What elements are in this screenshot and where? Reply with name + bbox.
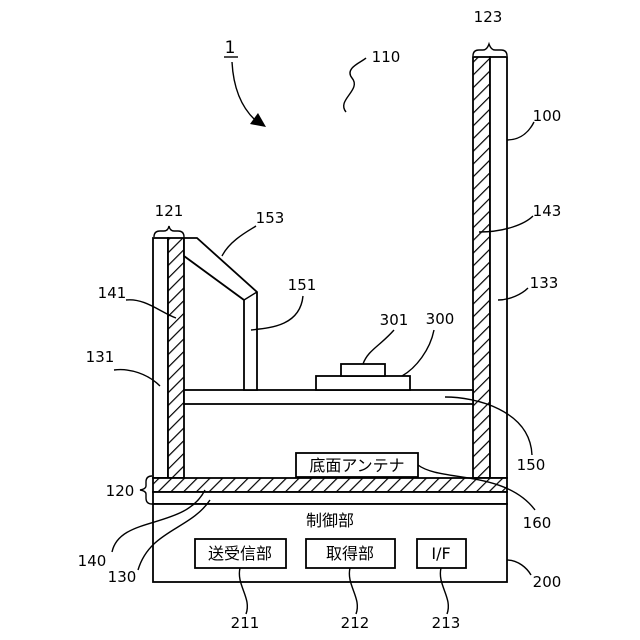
- transceiver-text: 送受信部: [208, 544, 272, 563]
- shelf-plate: [184, 390, 473, 404]
- bracket-123: [473, 44, 507, 56]
- bottom-plate: [153, 492, 507, 504]
- label-123: 123: [474, 8, 503, 26]
- leader-300: [402, 330, 434, 376]
- label-151: 151: [288, 276, 317, 294]
- leader-153: [222, 226, 256, 256]
- label-213: 213: [432, 614, 461, 632]
- label-130: 130: [108, 568, 137, 586]
- label-131: 131: [86, 348, 115, 366]
- leader-110: [344, 58, 366, 112]
- label-141: 141: [98, 284, 127, 302]
- control-unit-text: 制御部: [306, 511, 354, 530]
- label-153: 153: [256, 209, 285, 227]
- object-300: [316, 376, 410, 390]
- reflector-plate: [184, 238, 257, 390]
- leader-100: [507, 122, 534, 140]
- bottom-hatched-plate: [153, 478, 507, 492]
- label-160: 160: [523, 514, 552, 532]
- label-211: 211: [231, 614, 260, 632]
- label-301: 301: [380, 311, 409, 329]
- label-200: 200: [533, 573, 562, 591]
- acquisition-text: 取得部: [326, 544, 374, 563]
- label-100: 100: [533, 107, 562, 125]
- device-label: 1: [225, 38, 236, 58]
- device-arrowhead: [250, 113, 266, 127]
- label-121: 121: [155, 202, 184, 220]
- leader-151: [251, 296, 303, 330]
- bracket-120: [140, 476, 152, 504]
- label-300: 300: [426, 310, 455, 328]
- label-110: 110: [372, 48, 401, 66]
- label-212: 212: [341, 614, 370, 632]
- bottom-antenna-text: 底面アンテナ: [309, 456, 404, 475]
- leader-200: [507, 560, 531, 575]
- label-143: 143: [533, 202, 562, 220]
- right-outer-wall: [490, 57, 507, 478]
- right-hatched-layer: [473, 57, 490, 478]
- left-outer-wall: [153, 238, 168, 478]
- label-133: 133: [530, 274, 559, 292]
- interface-text: I/F: [431, 544, 450, 563]
- left-hatched-layer: [168, 238, 184, 478]
- bracket-121: [154, 226, 184, 237]
- leader-301: [363, 330, 394, 364]
- label-140: 140: [78, 552, 107, 570]
- device-pointer: [232, 62, 255, 120]
- label-120: 120: [106, 482, 135, 500]
- label-150: 150: [517, 456, 546, 474]
- object-301: [341, 364, 385, 376]
